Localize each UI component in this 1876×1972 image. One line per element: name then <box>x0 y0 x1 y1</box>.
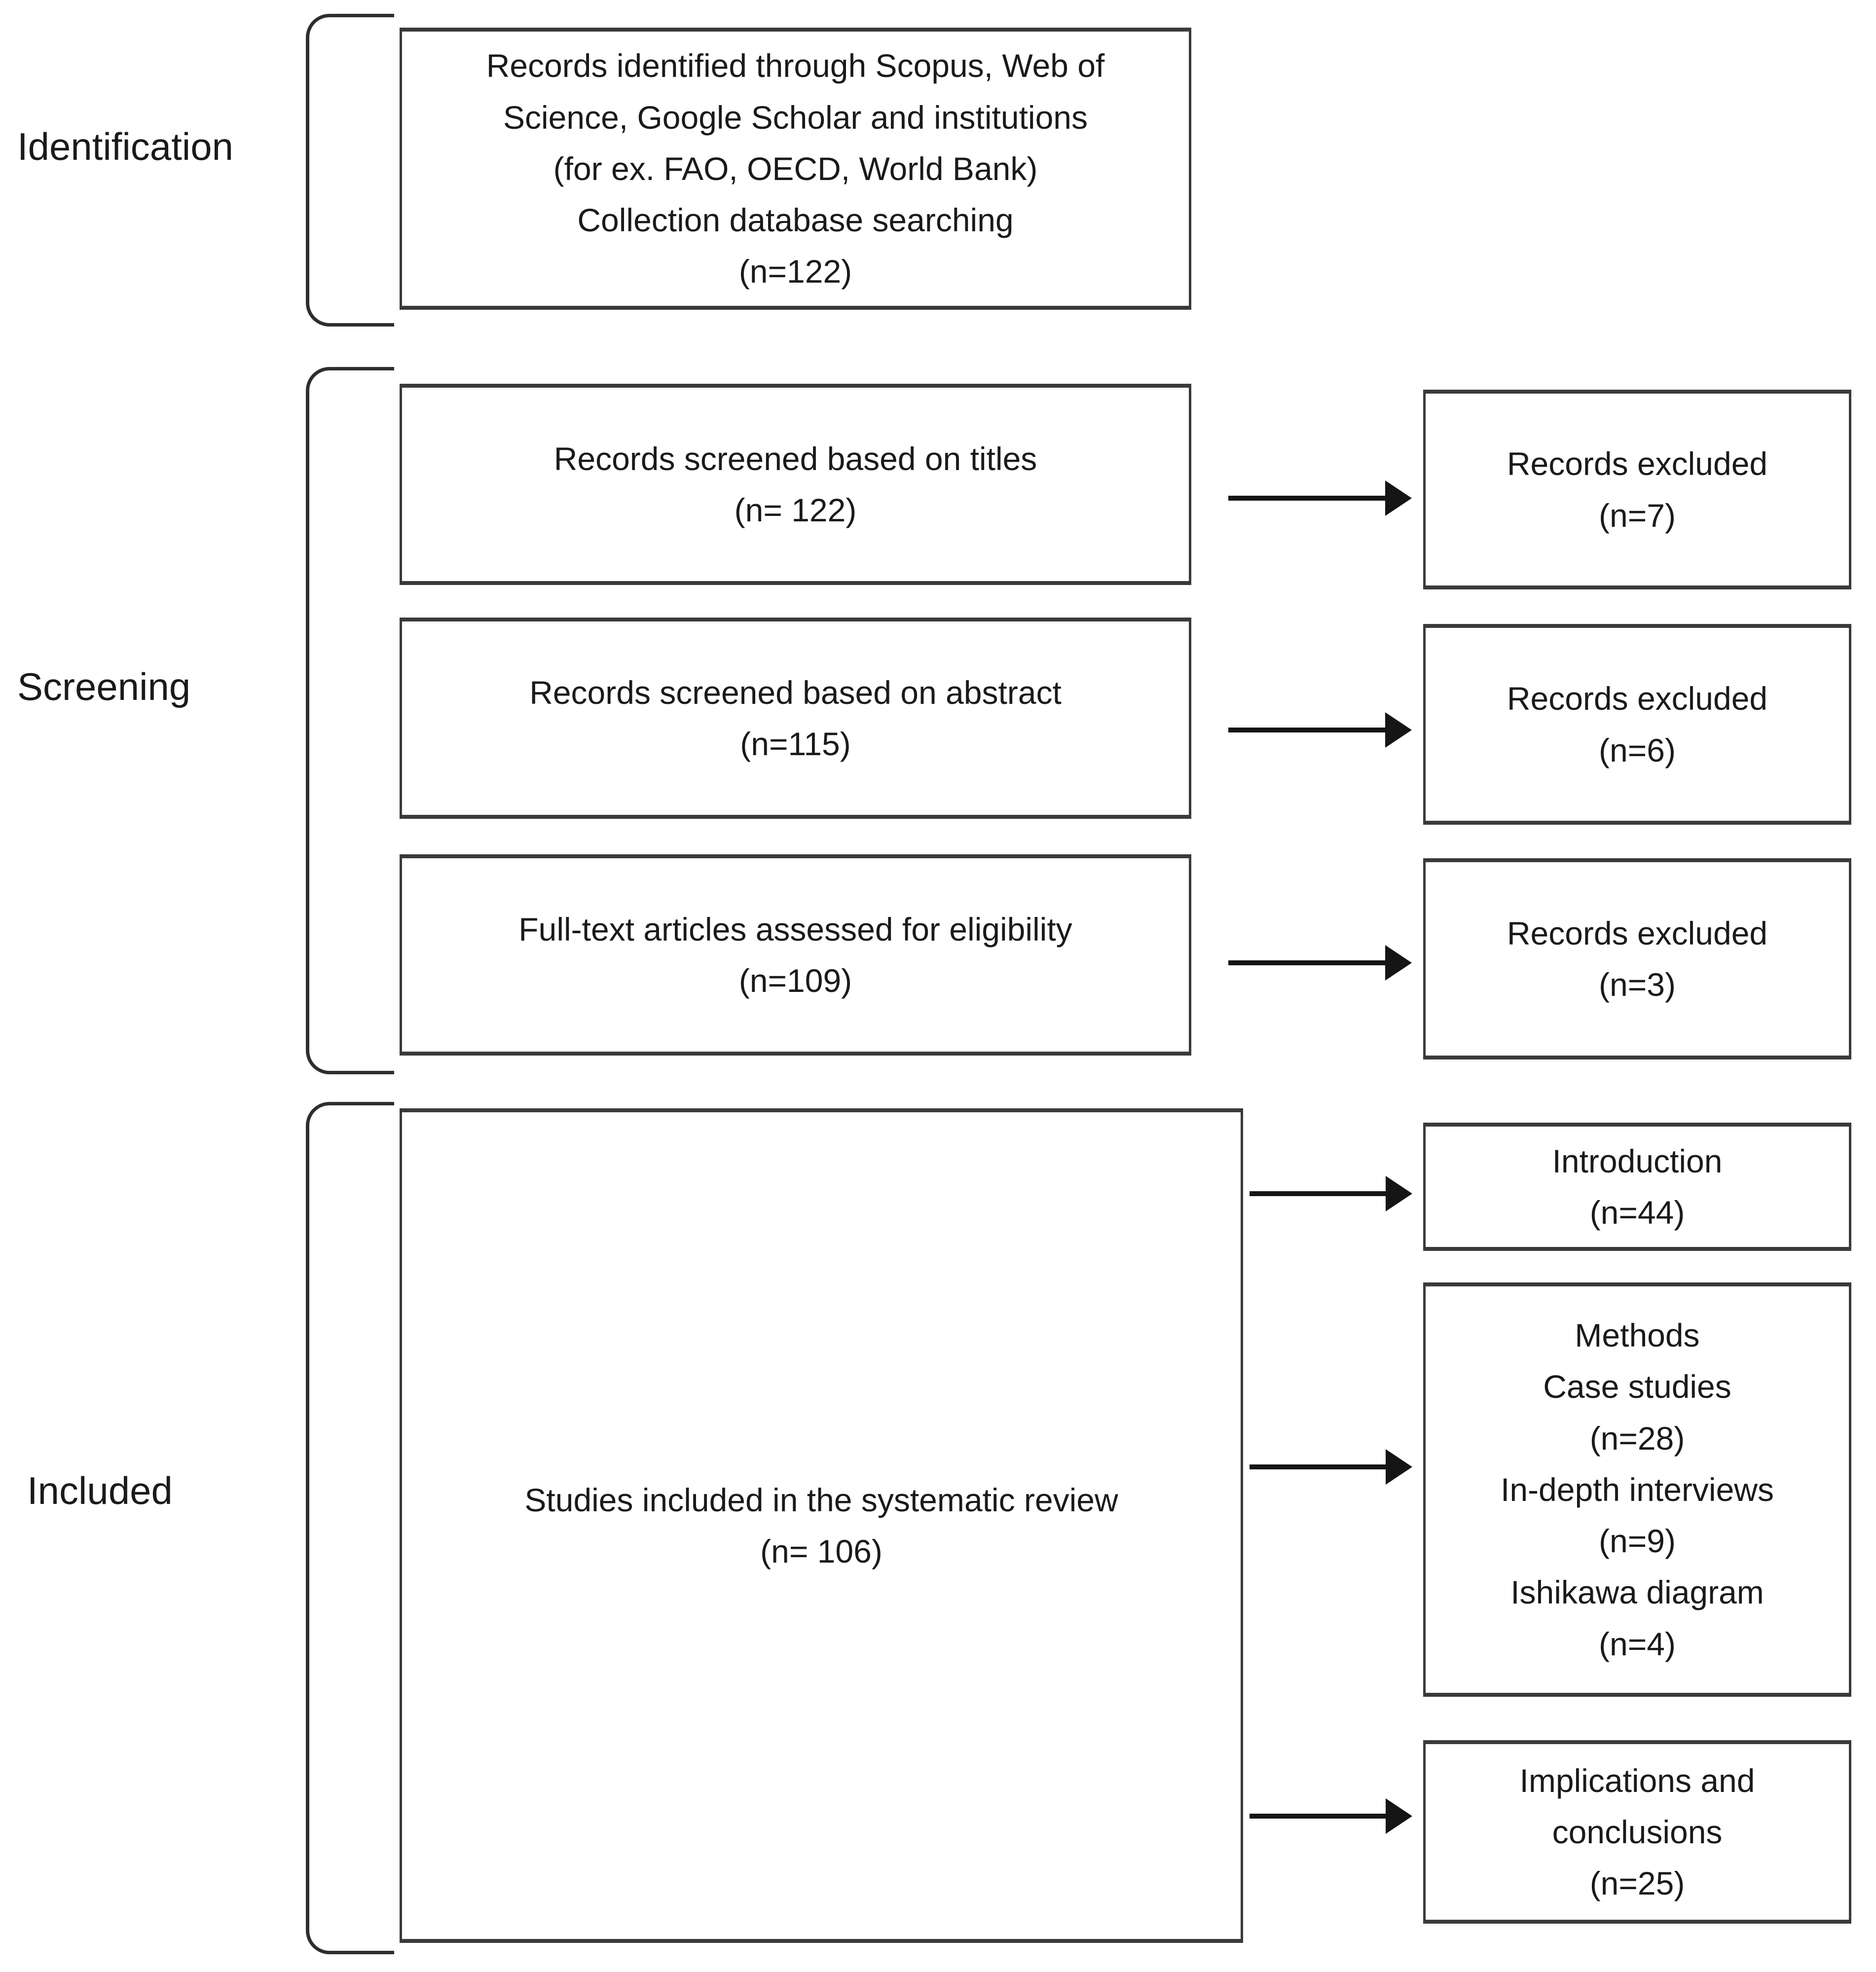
box-text-line: (n=9) <box>1599 1523 1676 1560</box>
fulltext-eligibility-box: Full-text articles assessed for eligibil… <box>400 854 1191 1056</box>
stage-label-identification: Identification <box>17 125 233 168</box>
arrow-shaft <box>1228 496 1390 501</box>
box-text-line: (n=6) <box>1599 731 1676 768</box>
box-text-line: In-depth interviews <box>1501 1471 1774 1508</box>
box-text-line: (n=115) <box>740 726 851 762</box>
arrow-head <box>1386 1449 1412 1485</box>
arrow-head <box>1385 712 1412 748</box>
box-text-line: Studies included in the systematic revie… <box>524 1481 1118 1518</box>
box-text-line: (n=44) <box>1589 1194 1685 1231</box>
arrow-shaft <box>1228 728 1390 732</box>
arrow-head <box>1386 1798 1412 1834</box>
arrow-shaft <box>1250 1191 1391 1196</box>
introduction-box: Introduction (n=44) <box>1423 1123 1851 1251</box>
arrow-shaft <box>1228 960 1390 965</box>
box-text-line: Records excluded <box>1507 445 1768 482</box>
excluded-abstract-box: Records excluded (n=6) <box>1423 624 1851 825</box>
box-text-line: Implications and <box>1519 1762 1755 1799</box>
screened-abstract-box: Records screened based on abstract (n=11… <box>400 618 1191 819</box>
box-text-line: Records screened based on abstract <box>529 674 1062 711</box>
arrow-head <box>1386 1176 1412 1211</box>
box-text-line: Introduction <box>1552 1142 1723 1179</box>
box-text-line: Ishikawa diagram <box>1510 1574 1764 1611</box>
box-text-line: Collection database searching <box>577 202 1014 239</box>
screening-bracket <box>306 367 394 1074</box>
included-bracket <box>306 1102 394 1954</box>
excluded-titles-box: Records excluded (n=7) <box>1423 390 1851 589</box>
box-text-line: Records screened based on titles <box>553 440 1037 477</box>
arrow-head <box>1385 945 1412 981</box>
box-text-line: (n= 122) <box>734 492 857 528</box>
stage-label-screening: Screening <box>17 665 191 708</box>
screened-titles-box: Records screened based on titles (n= 122… <box>400 384 1191 585</box>
box-text-line: (n=109) <box>738 962 852 999</box>
box-text-line: (n=25) <box>1589 1865 1685 1902</box>
implications-box: Implications and conclusions (n=25) <box>1423 1740 1851 1924</box>
box-text-line: Records identified through Scopus, Web o… <box>486 47 1105 84</box>
box-text-line: Records excluded <box>1507 680 1768 717</box>
arrow-shaft <box>1250 1814 1391 1819</box>
box-text-line: (n=4) <box>1599 1625 1676 1662</box>
records-identified-box: Records identified through Scopus, Web o… <box>400 28 1191 310</box>
box-text-line: Case studies <box>1543 1368 1731 1405</box>
box-text-line: Methods <box>1575 1317 1700 1354</box>
box-text-line: conclusions <box>1552 1813 1723 1850</box>
methods-box: Methods Case studies (n=28) In-depth int… <box>1423 1282 1851 1697</box>
excluded-fulltext-box: Records excluded (n=3) <box>1423 858 1851 1059</box>
arrow-shaft <box>1250 1464 1391 1469</box>
box-text-line: Full-text articles assessed for eligibil… <box>518 911 1072 948</box>
studies-included-box: Studies included in the systematic revie… <box>400 1108 1243 1943</box>
stage-label-included: Included <box>27 1469 173 1512</box>
box-text-line: (n=28) <box>1589 1420 1685 1457</box>
box-text-line: Records excluded <box>1507 914 1768 951</box>
box-text-line: (n=3) <box>1599 966 1676 1003</box>
box-text-line: (n=7) <box>1599 497 1676 534</box>
box-text-line: (for ex. FAO, OECD, World Bank) <box>553 150 1038 187</box>
box-text-line: (n=122) <box>738 253 852 290</box>
identification-bracket <box>306 14 394 327</box>
box-text-line: Science, Google Scholar and institutions <box>503 99 1088 136</box>
box-text-line: (n= 106) <box>760 1533 883 1570</box>
arrow-head <box>1385 480 1412 516</box>
